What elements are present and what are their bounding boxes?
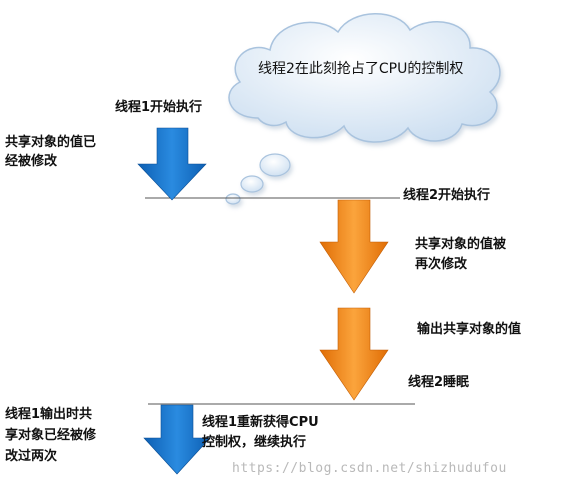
orange-arrow-1 (319, 199, 389, 294)
label-shared-modified-again-line2: 再次修改 (415, 257, 468, 272)
orange-arrow-2 (319, 307, 389, 401)
label-t1-output-line3: 改过两次 (5, 449, 58, 464)
thought-cloud-shape (228, 13, 501, 143)
label-shared-modified-line1: 共享对象的值已 (5, 135, 97, 150)
blue-arrow-2 (143, 404, 211, 475)
label-t1-output-line2: 享对象已经被修 (5, 428, 97, 443)
label-t2-sleep: 线程2睡眠 (408, 375, 470, 390)
label-t1-start: 线程1开始执行 (115, 100, 203, 115)
label-t1-output-line1: 线程1输出时共 (5, 407, 93, 422)
label-t1-regain-line1: 线程1重新获得CPU (202, 415, 319, 430)
thought-bubble-medium (240, 175, 264, 193)
label-t1-regain-line2: 控制权，继续执行 (202, 435, 307, 450)
thought-cloud (225, 13, 501, 205)
label-output-shared: 输出共享对象的值 (417, 322, 522, 337)
blue-arrow-1 (137, 127, 207, 201)
cloud-text: 线程2在此刻抢占了CPU的控制权 (258, 61, 464, 77)
label-t2-start: 线程2开始执行 (403, 188, 491, 203)
thought-bubble-small (225, 193, 241, 205)
label-shared-modified-line2: 经被修改 (5, 154, 58, 169)
watermark-url: https://blog.csdn.net/shizhudufou (232, 461, 507, 476)
thought-bubble-large (259, 153, 291, 177)
label-shared-modified-again-line1: 共享对象的值被 (415, 237, 507, 252)
